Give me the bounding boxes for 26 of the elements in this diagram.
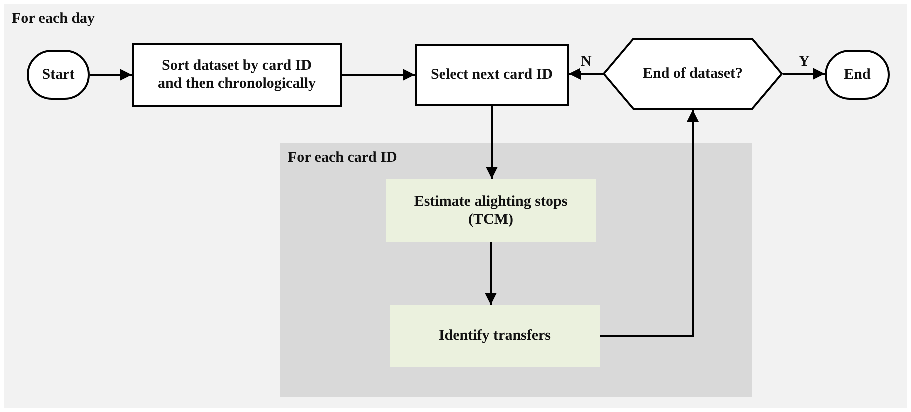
loop-panel: [4, 4, 907, 408]
node-label: Select next card ID: [430, 66, 554, 84]
node-label: Estimate alighting stops (TCM): [413, 192, 569, 228]
arrow: [90, 69, 132, 81]
arrow: [600, 110, 699, 337]
inner-loop-panel: [280, 143, 752, 397]
arrow: [485, 242, 497, 305]
node-label: Identify transfers: [438, 327, 552, 345]
node-label: End: [843, 66, 872, 84]
arrow: [783, 68, 825, 80]
start-terminal: [27, 50, 90, 100]
process-box: [132, 43, 342, 107]
decision-hexagon: [603, 38, 783, 110]
end-terminal: [825, 50, 890, 100]
node-label: End of dataset?: [642, 65, 744, 83]
arrow: [342, 69, 415, 81]
process-box: [386, 179, 596, 242]
node-label: Start: [41, 66, 76, 84]
arrow: [569, 68, 603, 80]
panel-heading: For each day: [12, 10, 96, 28]
panel-heading: For each card ID: [288, 149, 398, 167]
process-box: [415, 44, 569, 106]
edge-label: N: [580, 54, 593, 70]
process-box: [390, 305, 600, 367]
arrow: [486, 106, 498, 179]
node-label: Sort dataset by card ID and then chronologically: [156, 57, 318, 93]
